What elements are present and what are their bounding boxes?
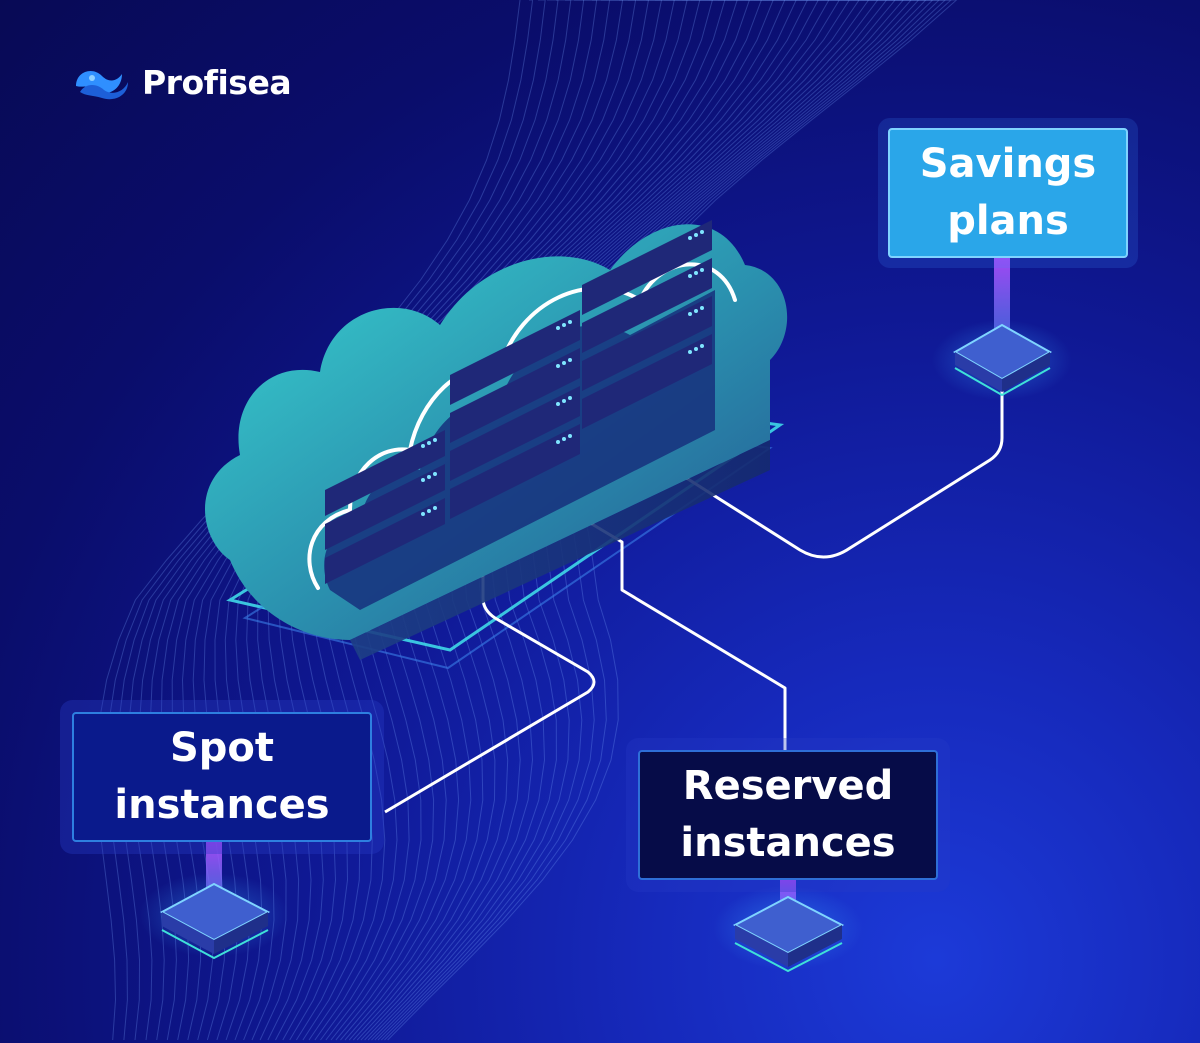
- server-led: [568, 320, 572, 324]
- connector-to-savings: [649, 390, 1004, 559]
- server-slab-face: [325, 498, 445, 584]
- savings-plans-box: Savings plans: [888, 128, 1128, 258]
- server-led: [562, 323, 566, 327]
- connector-to-spot: [384, 545, 596, 814]
- server-racks: [325, 220, 712, 584]
- server-slab-face: [325, 464, 445, 550]
- server-led: [427, 509, 431, 513]
- pad-spot: [139, 842, 289, 960]
- server-led: [568, 434, 572, 438]
- server-led: [556, 402, 560, 406]
- server-slab-face: [325, 430, 445, 516]
- server-led: [568, 396, 572, 400]
- cloud-server-illustration: [205, 220, 788, 660]
- server-slab-face: [450, 386, 580, 481]
- server-led: [688, 312, 692, 316]
- server-led: [556, 364, 560, 368]
- cloud-depth-side: [350, 440, 770, 660]
- server-slab-face: [450, 424, 580, 519]
- pad-reserved: [713, 880, 863, 973]
- spot-instances-line1: Spot: [169, 725, 275, 772]
- server-led: [694, 233, 698, 237]
- server-led: [700, 344, 704, 348]
- pad-savings: [932, 258, 1072, 400]
- server-led: [427, 475, 431, 479]
- spot-instances-box: Spot instances: [72, 712, 372, 842]
- server-led: [433, 472, 437, 476]
- savings-plans-line1: Savings: [919, 141, 1097, 188]
- server-slab-face: [450, 310, 580, 405]
- server-led: [700, 230, 704, 234]
- server-led: [700, 306, 704, 310]
- server-led: [562, 361, 566, 365]
- server-led: [421, 444, 425, 448]
- server-led: [427, 441, 431, 445]
- server-led: [562, 399, 566, 403]
- server-led: [562, 437, 566, 441]
- brand-logo: Profisea: [72, 62, 292, 102]
- server-slab-face: [582, 220, 712, 315]
- reserved-instances-line2: instances: [680, 820, 896, 866]
- spot-instances-line2: instances: [114, 782, 330, 828]
- server-led: [694, 347, 698, 351]
- brand-name: Profisea: [142, 62, 292, 102]
- server-led: [556, 326, 560, 330]
- reserved-instances-line1: Reserved: [682, 763, 894, 810]
- server-slab-face: [582, 296, 712, 391]
- server-led: [421, 512, 425, 516]
- server-led: [556, 440, 560, 444]
- wave-line: [96, 0, 521, 1041]
- server-led: [688, 350, 692, 354]
- server-slab-face: [582, 258, 712, 353]
- node-pads: [139, 258, 1072, 973]
- server-led: [688, 274, 692, 278]
- reserved-instances-box: Reserved instances: [638, 750, 938, 880]
- server-led: [421, 478, 425, 482]
- server-led: [433, 506, 437, 510]
- server-led: [688, 236, 692, 240]
- server-led: [700, 268, 704, 272]
- server-led: [568, 358, 572, 362]
- server-led: [694, 309, 698, 313]
- server-led: [694, 271, 698, 275]
- server-slab-face: [450, 348, 580, 443]
- savings-plans-line2: plans: [947, 198, 1069, 244]
- server-slab-face: [582, 334, 712, 429]
- server-led: [433, 438, 437, 442]
- wave-logo-icon: [76, 71, 128, 100]
